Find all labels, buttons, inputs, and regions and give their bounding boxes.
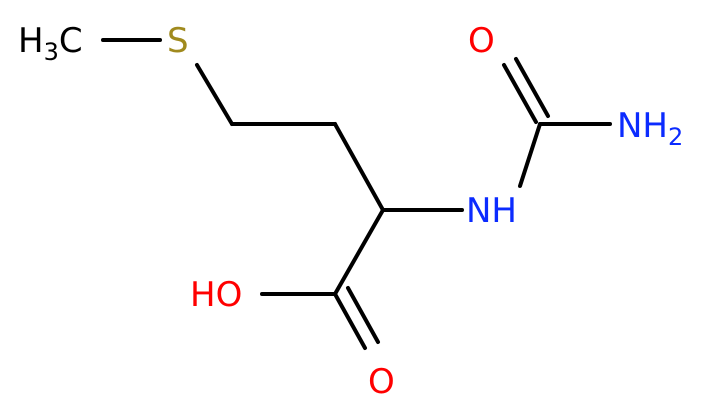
- imino-label: NH: [466, 191, 517, 231]
- bonds: [101, 38, 612, 350]
- bond-cooh-o-1: [333, 292, 367, 350]
- bond-carbonyl-o-1: [502, 63, 538, 124]
- bond-s-ch2: [195, 63, 234, 126]
- methyl-h: H: [18, 21, 44, 61]
- bond-alpha-cooh: [333, 208, 385, 296]
- amide-oxygen-label: O: [468, 21, 495, 61]
- bond-ch2-alpha: [333, 122, 385, 212]
- methyl-label: H3C: [18, 21, 83, 66]
- bond-cooh-o-2: [346, 286, 380, 344]
- methyl-c: C: [59, 21, 83, 61]
- amine-subscript: 2: [668, 123, 683, 151]
- bond-nh-carbonyl: [518, 122, 542, 188]
- sulfur-label: S: [167, 21, 189, 61]
- amine-nh: NH: [617, 106, 668, 146]
- amine-label: NH2: [617, 106, 683, 151]
- bond-carbonyl-o-2: [514, 57, 550, 118]
- acid-oxygen-label: O: [368, 362, 395, 402]
- hydroxyl-label: HO: [190, 275, 242, 315]
- methyl-subscript: 3: [44, 38, 59, 66]
